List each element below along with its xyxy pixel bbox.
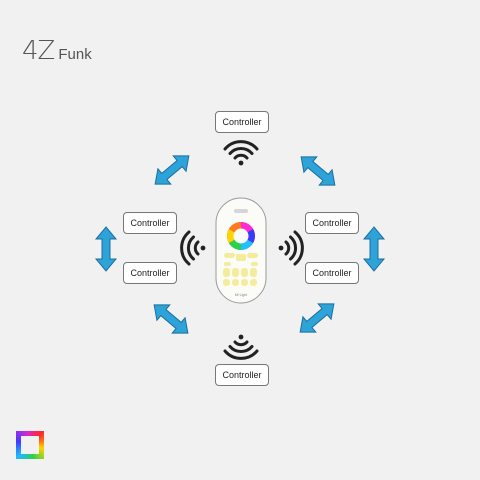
double-arrow-icon-top-left [148,147,196,193]
double-arrow-icon-bottom-left [147,296,195,342]
controller-box-right-lower: Controller [305,262,359,284]
wifi-icon-top [223,140,259,167]
color-wheel [227,222,255,250]
double-arrow-icon-bottom-right [293,295,341,341]
controller-box-left-lower: Controller [123,262,177,284]
double-arrow-icon-top-right [294,148,342,194]
double-arrow-icon-right [363,226,385,272]
controller-box-right-upper: Controller [305,212,359,234]
double-arrow-icon-left [95,226,117,272]
controller-box-bottom: Controller [215,364,269,386]
controller-box-top: Controller [215,111,269,133]
brand-logo: 4Z Funk [22,36,92,66]
controller-box-left-upper: Controller [123,212,177,234]
brand-word: Funk [58,46,92,63]
rgb-logo-icon [16,431,44,459]
wifi-icon-left [180,230,207,266]
wifi-icon-right [277,230,304,266]
remote-icon: Mi·Light [215,197,267,304]
wifi-icon-bottom [223,333,259,360]
brand-number: 4Z [22,36,55,66]
remote-logo-text: Mi·Light [235,293,247,297]
